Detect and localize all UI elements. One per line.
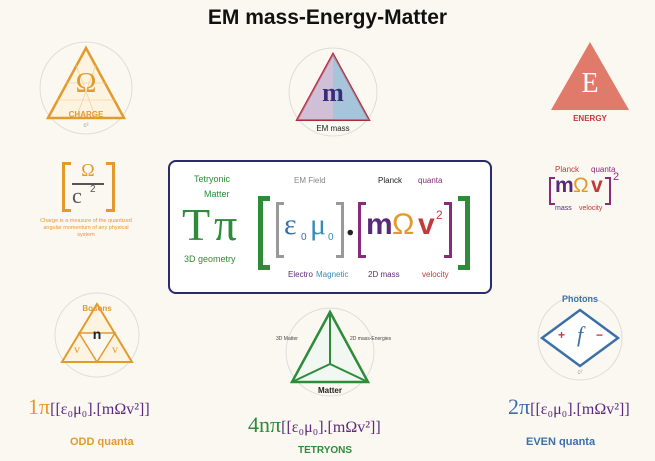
tetryons-2d-energy-label: 2D mass-Energies xyxy=(350,336,392,342)
planck-v: v xyxy=(591,174,603,197)
energy-triangle-icon xyxy=(551,42,629,110)
charge-small-text: c² xyxy=(83,123,89,129)
electro-label: Electro xyxy=(288,270,313,279)
bosons-n: n xyxy=(92,326,102,342)
charge-symbol: Ω xyxy=(75,68,97,99)
planck-formula: Planck quanta m Ω v 2 mass velocity xyxy=(535,165,645,225)
center-omega: Ω xyxy=(392,208,415,241)
outer-bracket-left xyxy=(258,196,270,270)
quanta-center-label: quanta xyxy=(418,176,443,185)
tetryons-formula-body: [[ε₀μ₀].[mΩv²]] xyxy=(281,419,381,436)
center-m: m xyxy=(366,208,393,241)
matter-label: Matter xyxy=(204,189,230,199)
charge-label: CHARGE xyxy=(68,110,104,119)
photons-emblem: Photons f + − c² xyxy=(530,288,630,383)
planck-label: Planck xyxy=(555,165,580,174)
pi-symbol: π xyxy=(214,199,238,250)
charge-triangle-icon xyxy=(39,41,133,135)
page-title: EM mass-Energy-Matter xyxy=(207,6,448,29)
em-mass-symbol: m xyxy=(322,78,344,107)
center-square: 2 xyxy=(436,208,443,222)
charge-denominator: c xyxy=(72,183,82,208)
mu-subscript: 0 xyxy=(328,232,334,243)
photons-formula: 2π[[ε₀μ₀].[mΩv²]] xyxy=(508,394,630,420)
photons-label: Photons xyxy=(562,294,598,304)
bosons-formula-body: [[ε₀μ₀].[mΩv²]] xyxy=(50,401,150,418)
outer-bracket-right xyxy=(458,196,470,270)
epsilon-symbol: ε xyxy=(284,208,297,241)
planck-bracket-inner-right xyxy=(444,202,452,258)
planck-velocity-label: velocity xyxy=(579,205,603,212)
field-bracket-left xyxy=(276,202,284,258)
planck-bracket-right xyxy=(605,177,611,205)
charge-bracket-left xyxy=(62,162,71,212)
energy-emblem: E ENERGY xyxy=(545,40,635,130)
mu-symbol: μ xyxy=(310,208,327,241)
mass-2d-label: 2D mass xyxy=(368,270,400,279)
even-quanta-caption: EVEN quanta xyxy=(526,436,596,448)
photons-f: f xyxy=(576,322,584,347)
bosons-label: Bosons xyxy=(82,304,112,313)
bosons-formula-prefix: 1π xyxy=(28,394,51,419)
tetryons-matter-label: Matter xyxy=(317,386,342,395)
planck-quanta-label: quanta xyxy=(591,165,616,174)
charge-caption: Charge is a measure of the quantized ang… xyxy=(40,218,132,238)
em-mass-triangle-icon xyxy=(288,47,378,137)
epsilon-subscript: 0 xyxy=(301,232,307,243)
tetryons-caption: TETRYONS xyxy=(298,445,353,456)
planck-center-label: Planck xyxy=(378,176,403,185)
photons-formula-prefix: 2π xyxy=(508,394,531,419)
planck-bracket-inner-left xyxy=(358,202,366,258)
odd-quanta-caption: ODD quanta xyxy=(70,436,134,448)
tetryons-formula-prefix: 4nπ xyxy=(248,412,282,437)
em-field-label: EM Field xyxy=(294,176,326,185)
em-mass-label: EM mass xyxy=(316,124,350,133)
charge-formula: Ω c 2 Charge is a measure of the quantiz… xyxy=(36,160,136,250)
magnetic-label: Magnetic xyxy=(316,270,349,279)
photons-small: c² xyxy=(577,370,583,376)
central-equation-box: Tetryonic Matter EM Field Planck quanta … xyxy=(168,160,492,294)
energy-label: ENERGY xyxy=(573,114,607,123)
planck-omega: Ω xyxy=(573,174,589,197)
tetryons-emblem: 3D Matter 2D mass-Energies Matter xyxy=(276,306,391,398)
tetryon-tetrahedron-icon xyxy=(285,307,375,397)
velocity-label: velocity xyxy=(422,270,449,279)
field-bracket-right xyxy=(336,202,344,258)
center-v: v xyxy=(418,208,435,241)
dot-operator: . xyxy=(346,206,355,243)
charge-bracket-right xyxy=(106,162,115,212)
bosons-triangle-icon xyxy=(54,292,140,378)
tetryons-3d-matter-label: 3D Matter xyxy=(276,336,298,342)
planck-bracket-left xyxy=(549,177,555,205)
bosons-emblem: Bosons n v v xyxy=(52,290,142,380)
tetryonic-label: Tetryonic xyxy=(194,174,231,184)
geometry-label: 3D geometry xyxy=(184,254,236,264)
charge-fraction-line xyxy=(72,183,104,185)
photons-minus: − xyxy=(596,328,604,342)
photons-plus: + xyxy=(558,328,566,342)
charge-exponent: 2 xyxy=(90,184,96,195)
photon-diamond-icon xyxy=(537,295,623,381)
planck-mass-label: mass xyxy=(555,205,572,212)
bosons-v-right: v xyxy=(112,342,118,356)
planck-exponent: 2 xyxy=(613,171,620,183)
planck-m: m xyxy=(555,174,574,197)
charge-emblem: Ω CHARGE c² xyxy=(36,40,136,140)
energy-symbol: E xyxy=(581,68,599,99)
bosons-formula: 1π[[ε₀μ₀].[mΩv²]] xyxy=(28,394,150,420)
bosons-v-left: v xyxy=(74,342,80,356)
em-mass-emblem: m EM mass xyxy=(287,44,379,139)
photons-formula-body: [[ε₀μ₀].[mΩv²]] xyxy=(530,401,630,418)
charge-numerator: Ω xyxy=(81,160,95,180)
T-symbol: T xyxy=(182,199,211,250)
tetryons-formula: 4nπ[[ε₀μ₀].[mΩv²]] xyxy=(248,412,381,438)
